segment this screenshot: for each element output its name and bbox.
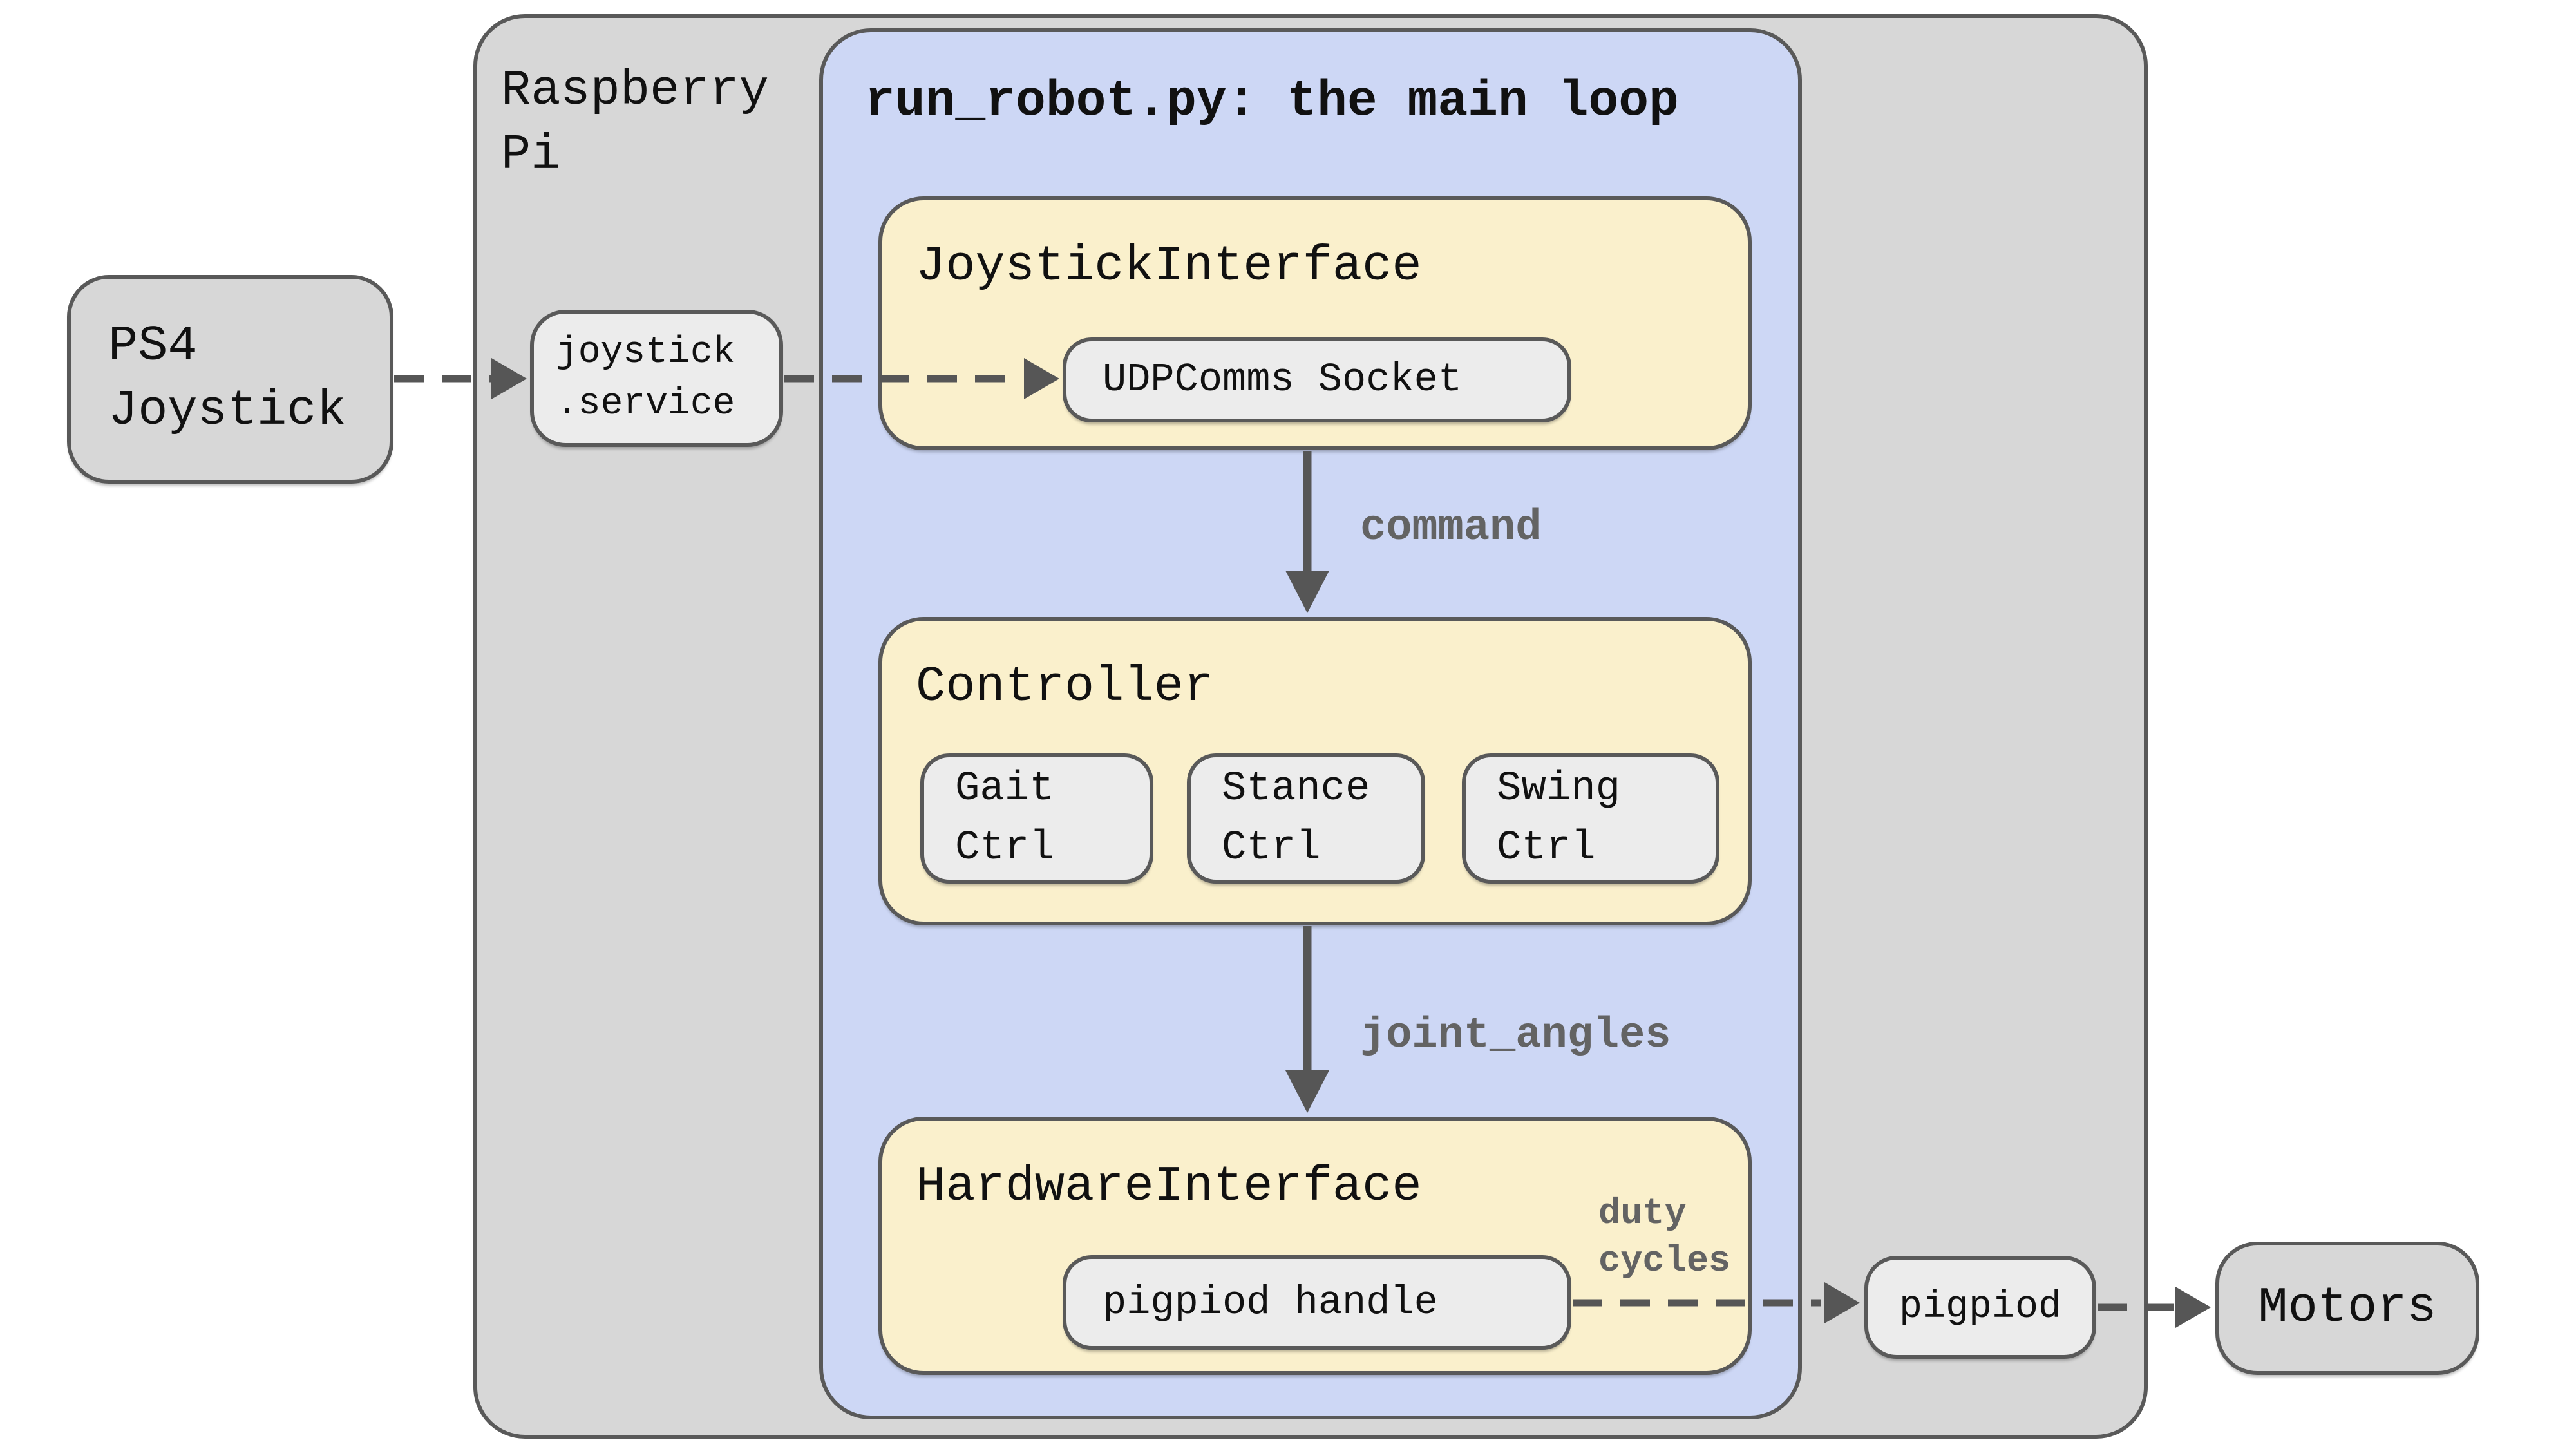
pigpiod-label: pigpiod: [1899, 1285, 2062, 1329]
main-loop-title: run_robot.py: the main loop: [865, 73, 1679, 130]
swing-ctrl-label: Swing Ctrl: [1497, 766, 1621, 871]
udpcomms-socket-node: UDPComms Socket: [1063, 337, 1571, 422]
motors-label: Motors: [2258, 1280, 2437, 1336]
stance-ctrl-label: Stance Ctrl: [1222, 766, 1370, 871]
raspberry-pi-label: Raspberry Pi: [501, 63, 769, 184]
pigpiod-handle-node: pigpiod handle: [1063, 1255, 1571, 1350]
joystick-interface-module: [878, 196, 1752, 450]
duty-cycles-edge-label: duty cycles: [1598, 1193, 1731, 1282]
gait-ctrl-label: Gait Ctrl: [955, 766, 1054, 871]
stance-ctrl-node: Stance Ctrl: [1187, 753, 1425, 884]
joystick-service-node: joystick .service: [530, 310, 783, 447]
hardware-interface-title: HardwareInterface: [916, 1159, 1422, 1215]
joystick-interface-title: JoystickInterface: [916, 239, 1422, 295]
controller-title: Controller: [916, 659, 1214, 715]
pigpiod-node: pigpiod: [1864, 1256, 2096, 1359]
ps4-joystick-node: PS4 Joystick: [67, 275, 393, 484]
motors-node: Motors: [2215, 1242, 2479, 1375]
gait-ctrl-node: Gait Ctrl: [920, 753, 1153, 884]
joystick-service-label: joystick .service: [556, 331, 735, 425]
command-edge-label: command: [1360, 504, 1542, 553]
swing-ctrl-node: Swing Ctrl: [1462, 753, 1719, 884]
ps4-joystick-label: PS4 Joystick: [108, 319, 346, 439]
joint-angles-edge-label: joint_angles: [1360, 1011, 1671, 1060]
pigpiod-handle-label: pigpiod handle: [1103, 1279, 1438, 1325]
udpcomms-socket-label: UDPComms Socket: [1103, 357, 1463, 402]
